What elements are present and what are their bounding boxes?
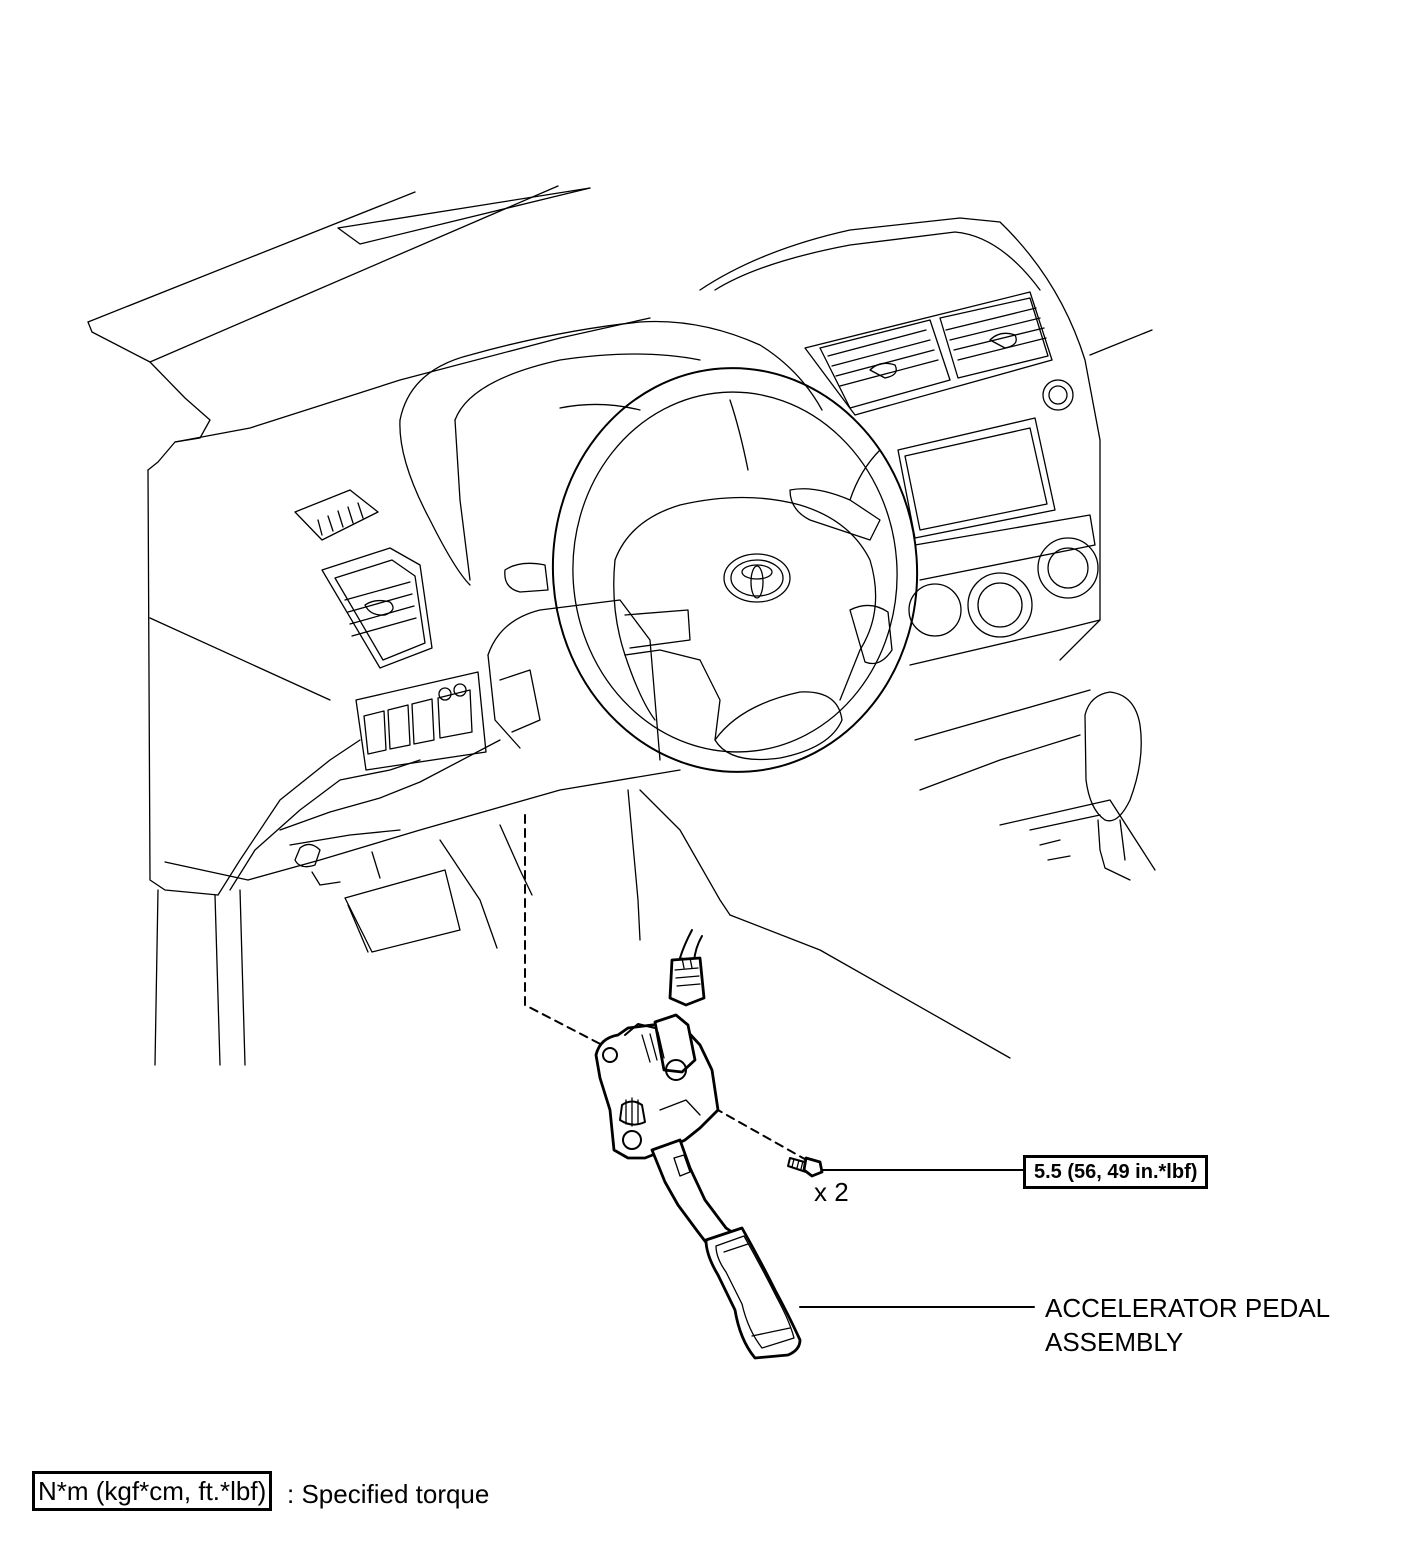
dashboard-top (87, 185, 651, 896)
torque-unit-legend-box: N*m (kgf*cm, ft.*lbf) (32, 1471, 273, 1511)
torque-spec-box: 5.5 (56, 49 in.*lbf) (1023, 1155, 1209, 1189)
switch-panel (355, 671, 487, 771)
toyota-emblem-icon (723, 553, 791, 603)
bolt-quantity-label: x 2 (814, 1177, 849, 1207)
side-vent-lower (321, 547, 433, 669)
sensor-connector (668, 929, 706, 1007)
bolt-icon (787, 1156, 824, 1178)
torque-legend-description: : Specified torque (287, 1479, 490, 1509)
side-vent-upper (294, 489, 379, 541)
part-name-line2: ASSEMBLY (1045, 1327, 1184, 1357)
accelerator-pedal-assembly (594, 1013, 802, 1360)
part-name-line1: ACCELERATOR PEDAL (1045, 1293, 1331, 1323)
center-stack (699, 217, 1156, 871)
instrument-hood (399, 320, 823, 586)
lower-dashboard (154, 739, 1011, 1066)
steering-assembly (487, 367, 919, 773)
shift-lever (1084, 691, 1142, 881)
